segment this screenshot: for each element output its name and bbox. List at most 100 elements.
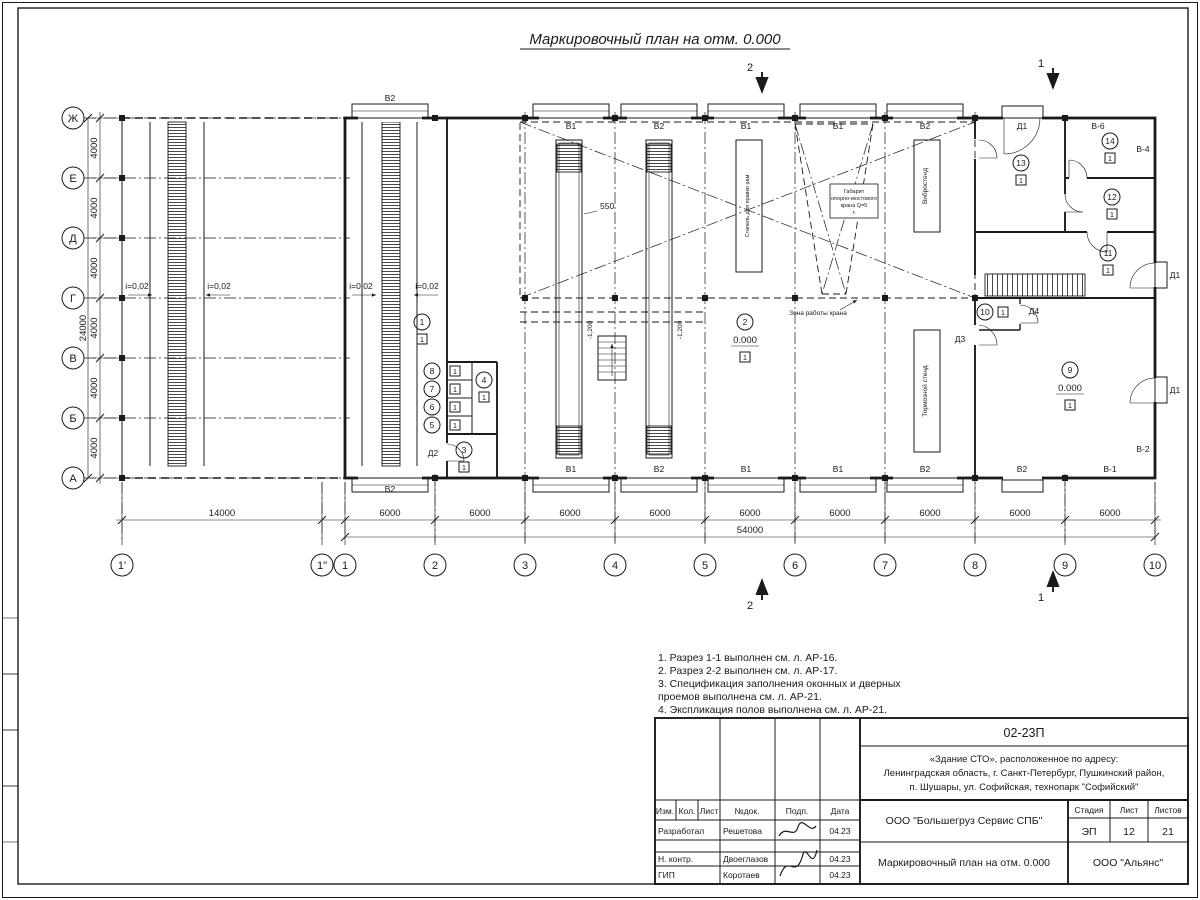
room-number: 4 <box>482 375 487 385</box>
sheet-value: 12 <box>1123 826 1135 838</box>
opening-labels: В2 В1 В2 В1 В1 В2 Д1 В-6 В2 В1 В2 В1 В1 … <box>385 93 1181 494</box>
plan-title: Маркировочный план на отм. 0.000 <box>520 31 790 50</box>
crane-zone-label: Зона работы крана <box>789 309 847 317</box>
note-line: проемов выполнена см. л. АР-21. <box>658 691 822 703</box>
gabarit-note: Габарит <box>844 189 865 195</box>
axis-col-label: 7 <box>882 560 888 572</box>
dim-label: 4000 <box>89 257 100 278</box>
floor-type: 1 <box>1019 176 1023 185</box>
tb-date: 04.23 <box>829 826 851 836</box>
elevation-mark: 0.000 <box>733 335 757 346</box>
room-marker: 131 <box>1012 154 1030 186</box>
room-number: 1 <box>420 317 425 327</box>
crane-gabarit: Габарит опорно-мостового крана Q=5 т. <box>794 123 879 295</box>
room-number: 2 <box>743 317 748 327</box>
axis-grid: Ж Е Д Г В Б А 1' 1" 1 2 3 4 5 6 7 8 9 10 <box>61 106 1167 577</box>
axis-col-label: 1 <box>342 560 348 572</box>
room-marker: 41 <box>475 371 493 403</box>
side-stamp-box <box>2 785 19 843</box>
slope-label: i=0,02 <box>349 281 373 291</box>
dim-label: 6000 <box>829 508 850 519</box>
section-marks: 2 1 2 1 <box>747 58 1060 612</box>
axis-col-label: 4 <box>612 560 618 572</box>
axis-col-label: 6 <box>792 560 798 572</box>
floor-type: 1 <box>1001 308 1005 317</box>
elevation-mark: 0.000 <box>1058 383 1082 394</box>
dim-label: 6000 <box>739 508 760 519</box>
window-label: В-6 <box>1091 121 1105 131</box>
window-label: В-4 <box>1136 144 1150 154</box>
window-label: В2 <box>385 484 396 494</box>
room-number: 6 <box>430 402 435 412</box>
pit-width-dim: 550 <box>600 201 614 211</box>
dim-label: 4000 <box>89 317 100 338</box>
dim-label: 6000 <box>1099 508 1120 519</box>
axis-col-label: 8 <box>972 560 978 572</box>
door-label: Д2 <box>428 448 439 458</box>
sheets-label: Листов <box>1154 805 1182 815</box>
side-stamp-box <box>2 673 19 731</box>
dim-label: 4000 <box>89 437 100 458</box>
pit-elevation: -1,200 <box>587 320 594 339</box>
axis-row-label: Д <box>69 233 77 245</box>
sheet-label: Лист <box>1120 805 1139 815</box>
door-label: Д1 <box>1170 385 1181 395</box>
sheets-value: 21 <box>1162 826 1174 838</box>
dim-label: 6000 <box>379 508 400 519</box>
gabarit-note: крана Q=5 <box>841 203 868 209</box>
slope-label: i=0,02 <box>415 281 439 291</box>
room-number: 7 <box>430 384 435 394</box>
tb-role: Разработал <box>658 826 704 836</box>
dim-label: 6000 <box>649 508 670 519</box>
window-label: В2 <box>385 93 396 103</box>
equipment-label: Стапель для правки рам <box>745 174 751 237</box>
axis-row-label: Ж <box>68 113 78 125</box>
window-label: В1 <box>741 464 752 474</box>
tb-date: 04.23 <box>829 870 851 880</box>
stage-value: ЭП <box>1081 826 1096 838</box>
room-marker: 111 <box>1099 244 1117 276</box>
window-label: В1 <box>833 121 844 131</box>
gabarit-note: опорно-мостового <box>831 196 877 202</box>
room-number: 12 <box>1107 192 1117 202</box>
tb-date: 04.23 <box>829 854 851 864</box>
room-number: 3 <box>462 445 467 455</box>
dim-label: 6000 <box>469 508 490 519</box>
side-stamp-box <box>2 617 19 675</box>
axis-row-label: Г <box>70 293 76 305</box>
pit-elevation: -1,200 <box>677 320 684 339</box>
window-label: В-2 <box>1136 444 1150 454</box>
axis-row-label: В <box>69 353 76 365</box>
title-block: 02-23П «Здание СТО», расположенное по ад… <box>654 717 1189 885</box>
dim-label: 6000 <box>919 508 940 519</box>
axis-row-label: Б <box>69 413 76 425</box>
drainage-strip <box>167 121 187 467</box>
axis-col-label: 9 <box>1062 560 1068 572</box>
floor-type: 1 <box>1068 401 1072 410</box>
axis-col-label: 2 <box>432 560 438 572</box>
floor-type: 1 <box>453 421 457 430</box>
axis-col-label: 5 <box>702 560 708 572</box>
axis-col-label: 3 <box>522 560 528 572</box>
tb-header: Кол. <box>679 806 696 816</box>
side-stamp-box <box>2 729 19 787</box>
floor-type: 1 <box>743 353 747 362</box>
object-line: п. Шушары, ул. Софийская, технопарк "Соф… <box>910 782 1139 793</box>
window-label: В1 <box>566 464 577 474</box>
dim-label: 6000 <box>1009 508 1030 519</box>
stage-label: Стадия <box>1075 805 1104 815</box>
window-label: В2 <box>1017 464 1028 474</box>
floor-type: 1 <box>1108 154 1112 163</box>
dimensions: 1 4000 6000 6000 6000 6000 6000 6000 6000… <box>78 112 1161 542</box>
section-number: 1 <box>1038 592 1044 604</box>
note-line: 4. Экспликация полов выполнена см. л. АР… <box>658 704 887 716</box>
door-label: Д3 <box>955 334 966 344</box>
dim-total-label: 24000 <box>78 315 89 341</box>
dim-label: 4000 <box>89 197 100 218</box>
